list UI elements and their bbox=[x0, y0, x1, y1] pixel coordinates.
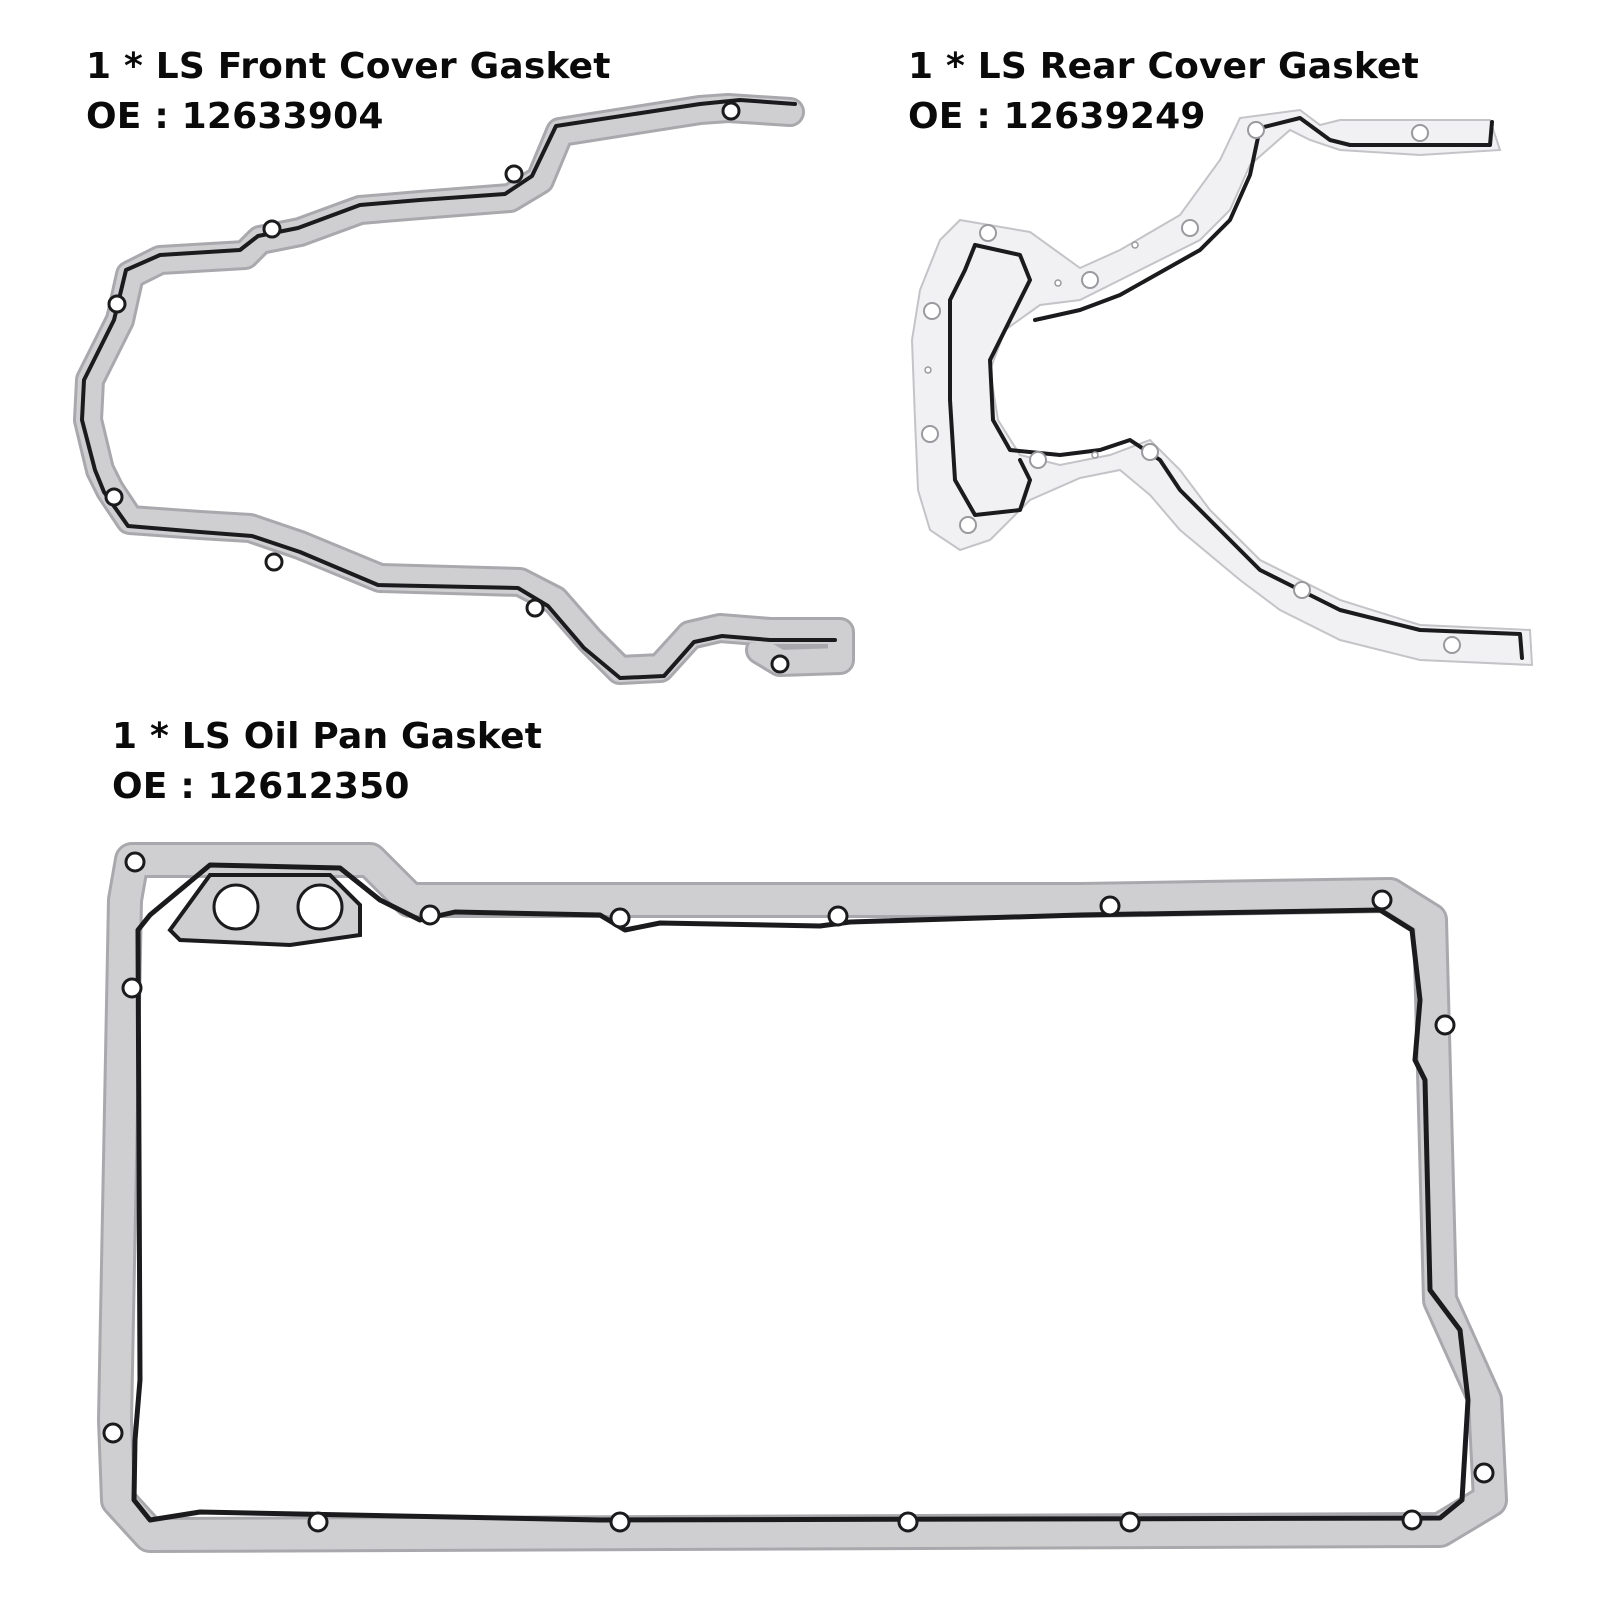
rear-cover-title: 1 * LS Rear Cover Gasket bbox=[908, 46, 1420, 87]
bolt-hole-icon bbox=[525, 598, 545, 618]
bolt-hole-icon bbox=[1371, 889, 1393, 911]
oil-pan-oe-number: OE : 12612350 bbox=[112, 766, 410, 807]
front-cover-title: 1 * LS Front Cover Gasket bbox=[86, 46, 611, 87]
bolt-hole-icon bbox=[1401, 1509, 1423, 1531]
bolt-hole-icon bbox=[1434, 1014, 1456, 1036]
oil-pan-gasket-shape bbox=[97, 842, 1508, 1553]
bolt-hole-icon bbox=[1293, 581, 1311, 599]
rear-cover-oe-number: OE : 12639249 bbox=[908, 96, 1206, 137]
pin-hole-icon bbox=[1091, 451, 1099, 459]
bolt-hole-icon bbox=[1247, 121, 1265, 139]
bolt-hole-icon bbox=[1119, 1511, 1141, 1533]
front-cover-gasket-shape bbox=[73, 93, 855, 685]
bolt-hole-icon bbox=[609, 907, 631, 929]
bolt-hole-icon bbox=[1029, 451, 1047, 469]
bolt-hole-icon bbox=[121, 977, 143, 999]
rear-cover-label: 1 * LS Rear Cover Gasket OE : 12639249 bbox=[908, 42, 1419, 142]
bolt-hole-icon bbox=[504, 164, 524, 184]
bolt-hole-icon bbox=[102, 1422, 124, 1444]
port-hole-icon bbox=[212, 883, 260, 931]
bolt-hole-icon bbox=[959, 516, 977, 534]
bolt-hole-icon bbox=[979, 224, 997, 242]
bolt-hole-icon bbox=[923, 302, 941, 320]
bolt-hole-icon bbox=[609, 1511, 631, 1533]
bolt-hole-icon bbox=[307, 1511, 329, 1533]
front-cover-label: 1 * LS Front Cover Gasket OE : 12633904 bbox=[86, 42, 611, 142]
bolt-hole-icon bbox=[1141, 443, 1159, 461]
bolt-hole-icon bbox=[1473, 1462, 1495, 1484]
bolt-hole-icon bbox=[1411, 124, 1429, 142]
bolt-hole-icon bbox=[104, 487, 124, 507]
bolt-hole-icon bbox=[827, 905, 849, 927]
front-cover-oe-number: OE : 12633904 bbox=[86, 96, 384, 137]
pin-hole-icon bbox=[1054, 279, 1062, 287]
rear-cover-gasket-shape bbox=[910, 108, 1534, 667]
bolt-hole-icon bbox=[419, 904, 441, 926]
bolt-hole-icon bbox=[770, 654, 790, 674]
bolt-hole-icon bbox=[721, 101, 741, 121]
bolt-hole-icon bbox=[124, 851, 146, 873]
bolt-hole-icon bbox=[107, 294, 127, 314]
pin-hole-icon bbox=[1131, 241, 1139, 249]
bolt-hole-icon bbox=[1081, 271, 1099, 289]
oil-pan-label: 1 * LS Oil Pan Gasket OE : 12612350 bbox=[112, 712, 542, 812]
pin-hole-icon bbox=[924, 366, 932, 374]
oil-pan-title: 1 * LS Oil Pan Gasket bbox=[112, 716, 543, 757]
bolt-hole-icon bbox=[262, 219, 282, 239]
bolt-hole-icon bbox=[921, 425, 939, 443]
bolt-hole-icon bbox=[897, 1511, 919, 1533]
bolt-hole-icon bbox=[1181, 219, 1199, 237]
bolt-hole-icon bbox=[1443, 636, 1461, 654]
port-hole-icon bbox=[296, 883, 344, 931]
bolt-hole-icon bbox=[264, 552, 284, 572]
bolt-hole-icon bbox=[1099, 895, 1121, 917]
